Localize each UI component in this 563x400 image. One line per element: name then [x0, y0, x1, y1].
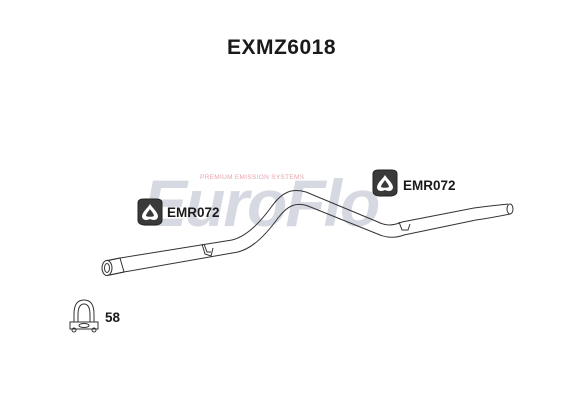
- page-title: EXMZ6018: [226, 36, 337, 59]
- rubber-mount-icon: [372, 169, 398, 197]
- rubber-mount-1-label: EMR072: [167, 205, 220, 220]
- watermark-brand: EuroFlo: [143, 166, 379, 240]
- clamp-label: 58: [105, 310, 121, 325]
- watermark-logo: EuroFlo PREMIUM EMISSION SYSTEMS: [143, 166, 381, 240]
- u-bolt-clamp-icon: [69, 299, 99, 333]
- exhaust-pipe: [101, 190, 514, 276]
- rubber-mount-icon: [137, 198, 163, 226]
- watermark-tagline: PREMIUM EMISSION SYSTEMS: [200, 174, 305, 181]
- rubber-mount-2-label: EMR072: [403, 178, 456, 193]
